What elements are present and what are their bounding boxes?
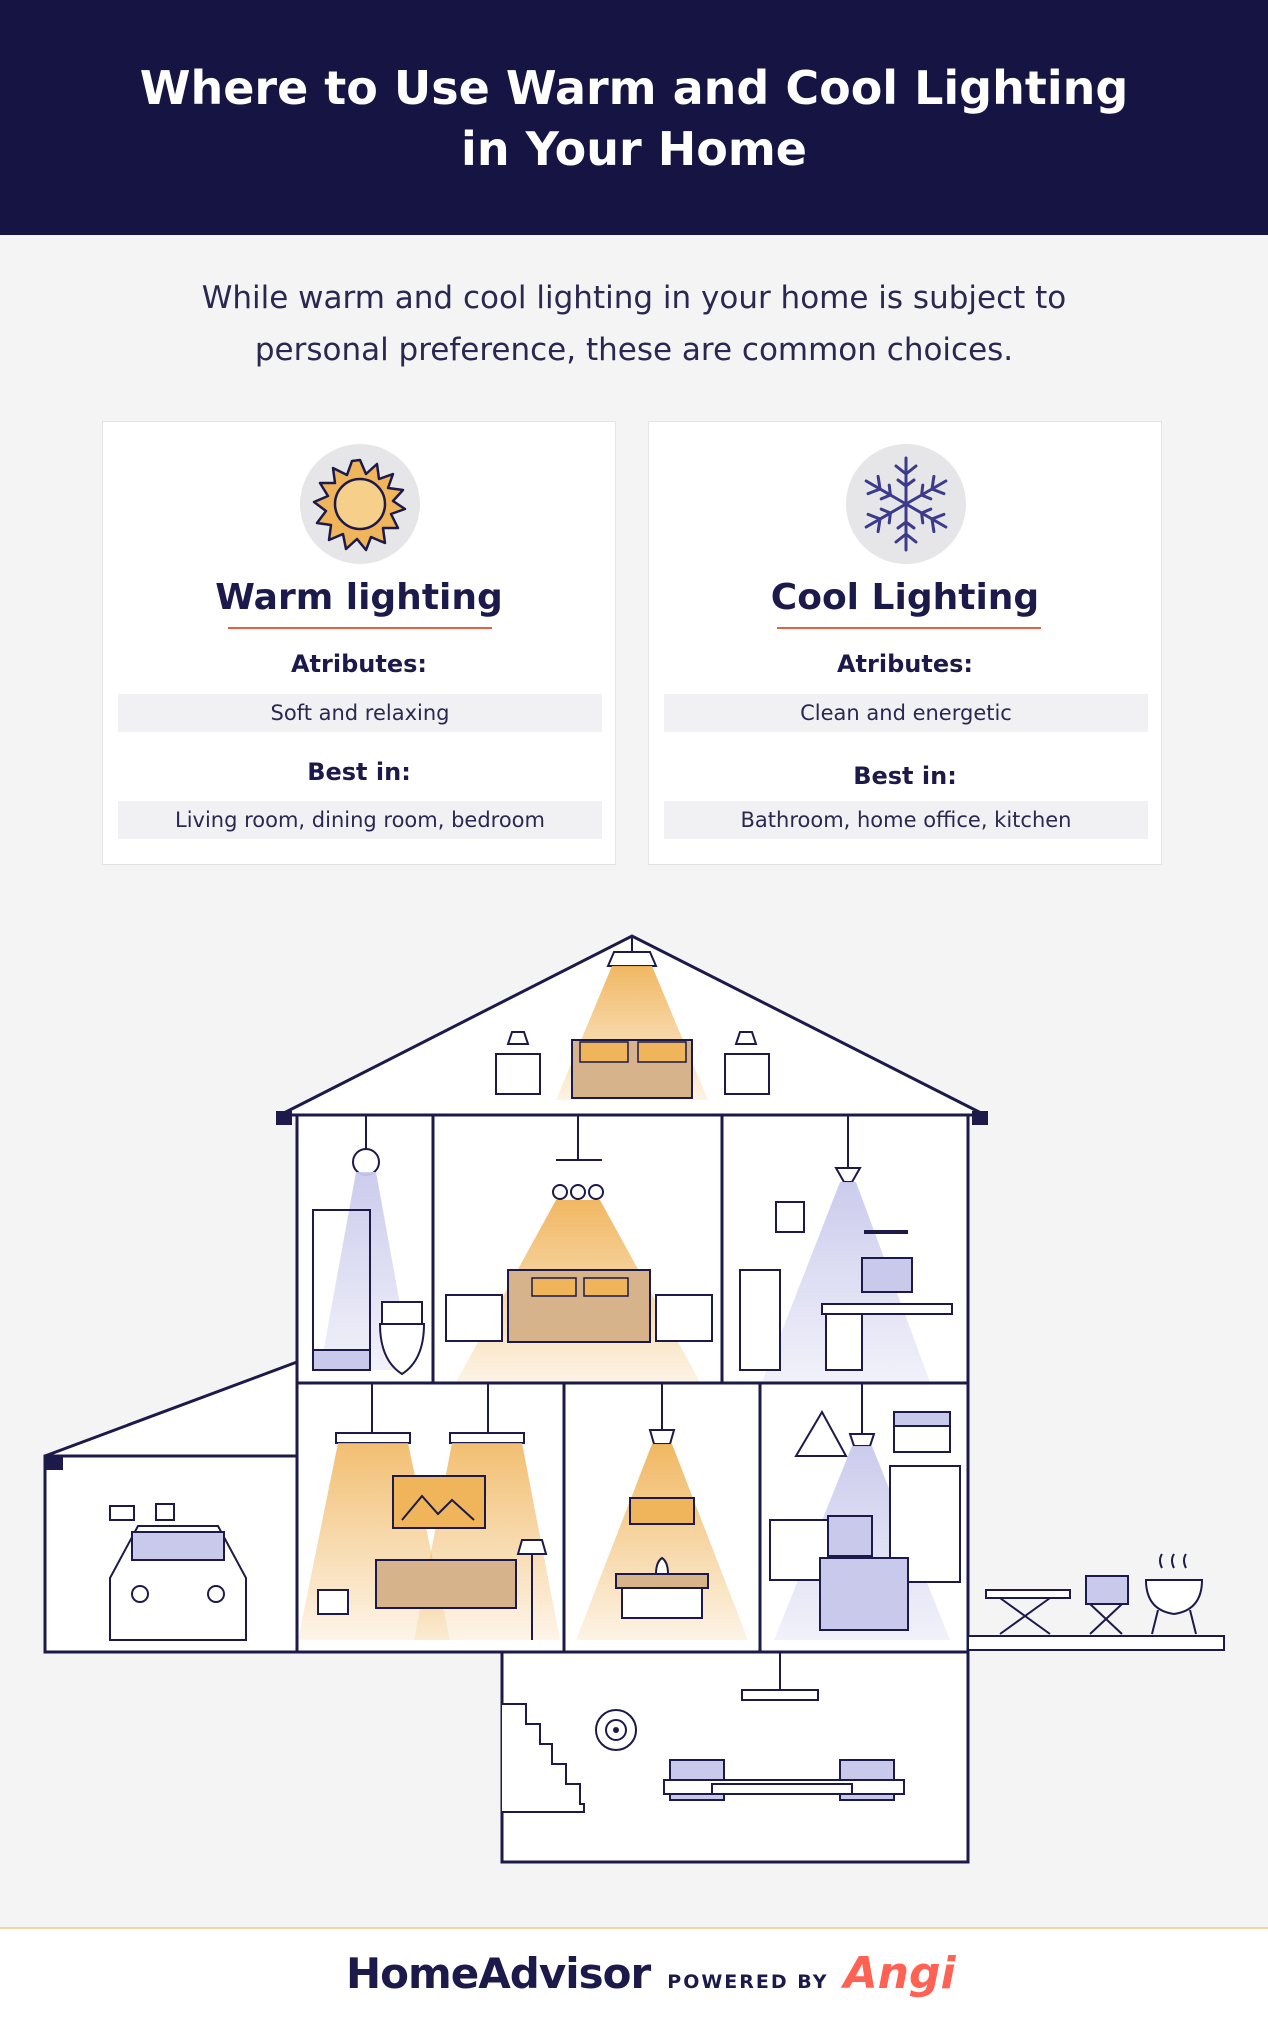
title-line-2: in Your Home xyxy=(461,122,807,176)
snowflake-icon xyxy=(846,444,966,564)
angi-logo: Angi xyxy=(843,1948,956,1999)
garage xyxy=(43,1359,299,1654)
house-illustration xyxy=(43,934,1225,1864)
cool-card-title: Cool Lighting xyxy=(770,577,1040,618)
cool-attributes-value: Clean and energetic xyxy=(664,694,1148,732)
bathroom xyxy=(312,1115,426,1376)
intro-text: While warm and cool lighting in your hom… xyxy=(120,272,1148,376)
cool-lighting-card: Cool Lighting Atributes: Clean and energ… xyxy=(648,421,1162,865)
main-bedroom xyxy=(445,1115,713,1382)
powered-by-text: POWERED BY xyxy=(667,1971,829,1993)
home-office xyxy=(739,1115,953,1382)
warm-attributes-value: Soft and relaxing xyxy=(118,694,602,732)
basement xyxy=(500,1650,970,1864)
intro-line-1: While warm and cool lighting in your hom… xyxy=(201,280,1067,316)
cool-title-underline xyxy=(777,627,1041,629)
patio xyxy=(967,1553,1225,1651)
homeadvisor-logo[interactable]: HomeAdvisor POWERED BY Angi xyxy=(346,1948,956,1999)
footer-divider xyxy=(0,1927,1268,1929)
sun-icon xyxy=(300,444,420,564)
page-title: Where to Use Warm and Cool Lighting in Y… xyxy=(0,58,1268,180)
intro-line-2: personal preference, these are common ch… xyxy=(254,332,1014,368)
kitchen xyxy=(769,1383,961,1640)
footer xyxy=(0,1929,1268,2037)
living-room xyxy=(298,1383,560,1640)
warm-title-underline xyxy=(228,627,492,629)
brand-name: HomeAdvisor xyxy=(346,1949,651,1998)
title-line-1: Where to Use Warm and Cool Lighting xyxy=(139,61,1129,115)
header-banner: Where to Use Warm and Cool Lighting in Y… xyxy=(0,0,1268,235)
cool-best-label: Best in: xyxy=(853,762,957,790)
dining-room xyxy=(576,1383,748,1640)
warm-lighting-card: Warm lighting Atributes: Soft and relaxi… xyxy=(102,421,616,865)
cool-attributes-label: Atributes: xyxy=(836,650,973,678)
attic-bedroom xyxy=(276,934,988,1125)
warm-best-label: Best in: xyxy=(307,758,411,786)
warm-attributes-label: Atributes: xyxy=(290,650,427,678)
cool-best-value: Bathroom, home office, kitchen xyxy=(664,801,1148,839)
warm-best-value: Living room, dining room, bedroom xyxy=(118,801,602,839)
warm-card-title: Warm lighting xyxy=(215,577,503,618)
